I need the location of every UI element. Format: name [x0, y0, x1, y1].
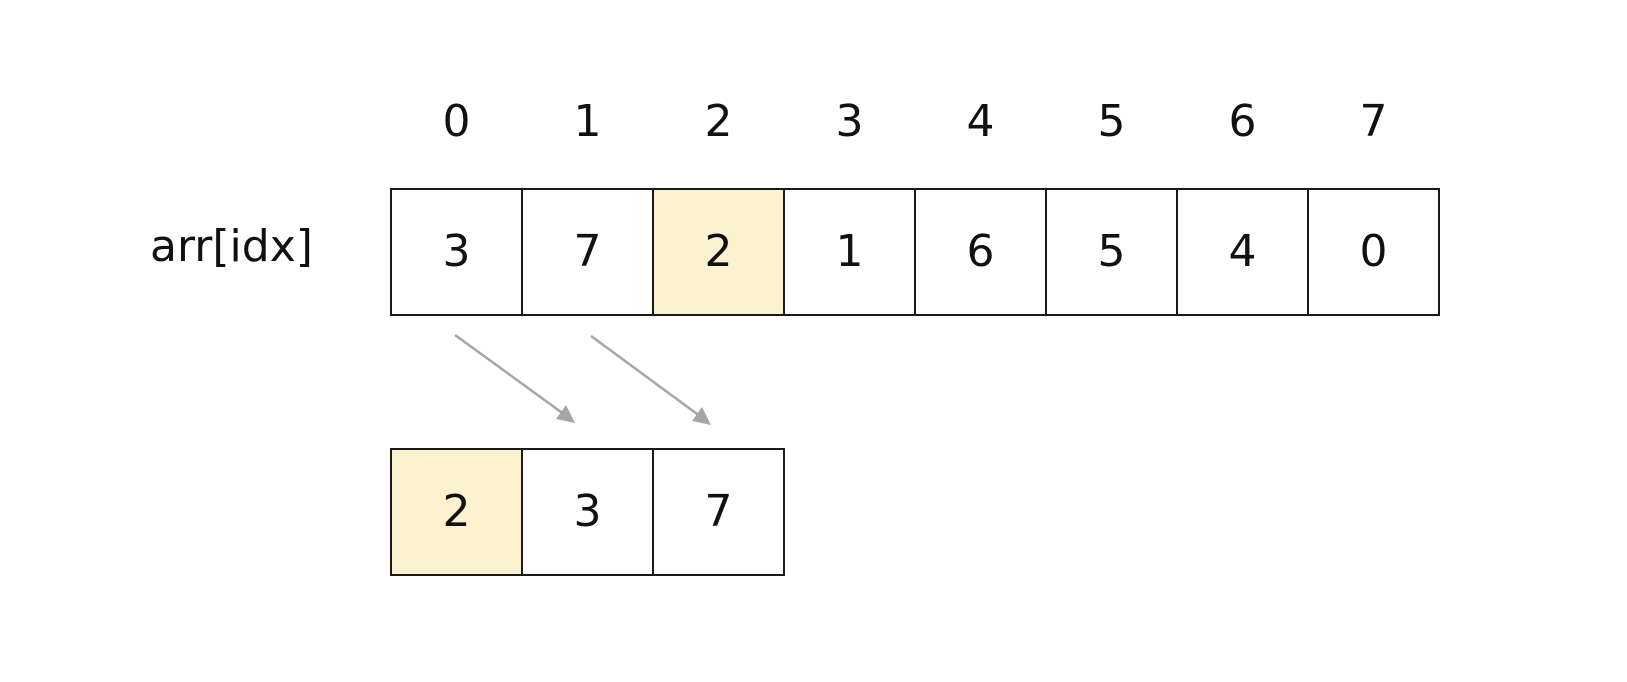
array-cell-4: 6 [914, 188, 1047, 316]
result-cell-1: 3 [521, 448, 654, 576]
index-label-6: 6 [1228, 96, 1257, 147]
shift-arrow-1 [454, 333, 573, 422]
index-label-1: 1 [573, 96, 602, 147]
shift-arrow-1-head [556, 405, 575, 423]
array-cell-1: 7 [521, 188, 654, 316]
index-label-4: 4 [966, 96, 995, 147]
array-cell-7: 0 [1307, 188, 1440, 316]
result-cell-2: 7 [652, 448, 785, 576]
index-label-5: 5 [1097, 96, 1126, 147]
array-cell-2-highlighted: 2 [652, 188, 785, 316]
index-label-0: 0 [442, 96, 471, 147]
array-cell-6: 4 [1176, 188, 1309, 316]
shift-arrow-2-head [692, 407, 711, 425]
index-label-7: 7 [1359, 96, 1388, 147]
shift-arrow-2 [590, 334, 709, 424]
array-cell-5: 5 [1045, 188, 1178, 316]
array-cell-3: 1 [783, 188, 916, 316]
array-cell-0: 3 [390, 188, 523, 316]
index-label-2: 2 [704, 96, 733, 147]
array-row-label: arr[idx] [150, 221, 313, 272]
index-label-3: 3 [835, 96, 864, 147]
result-cell-0-highlighted: 2 [390, 448, 523, 576]
